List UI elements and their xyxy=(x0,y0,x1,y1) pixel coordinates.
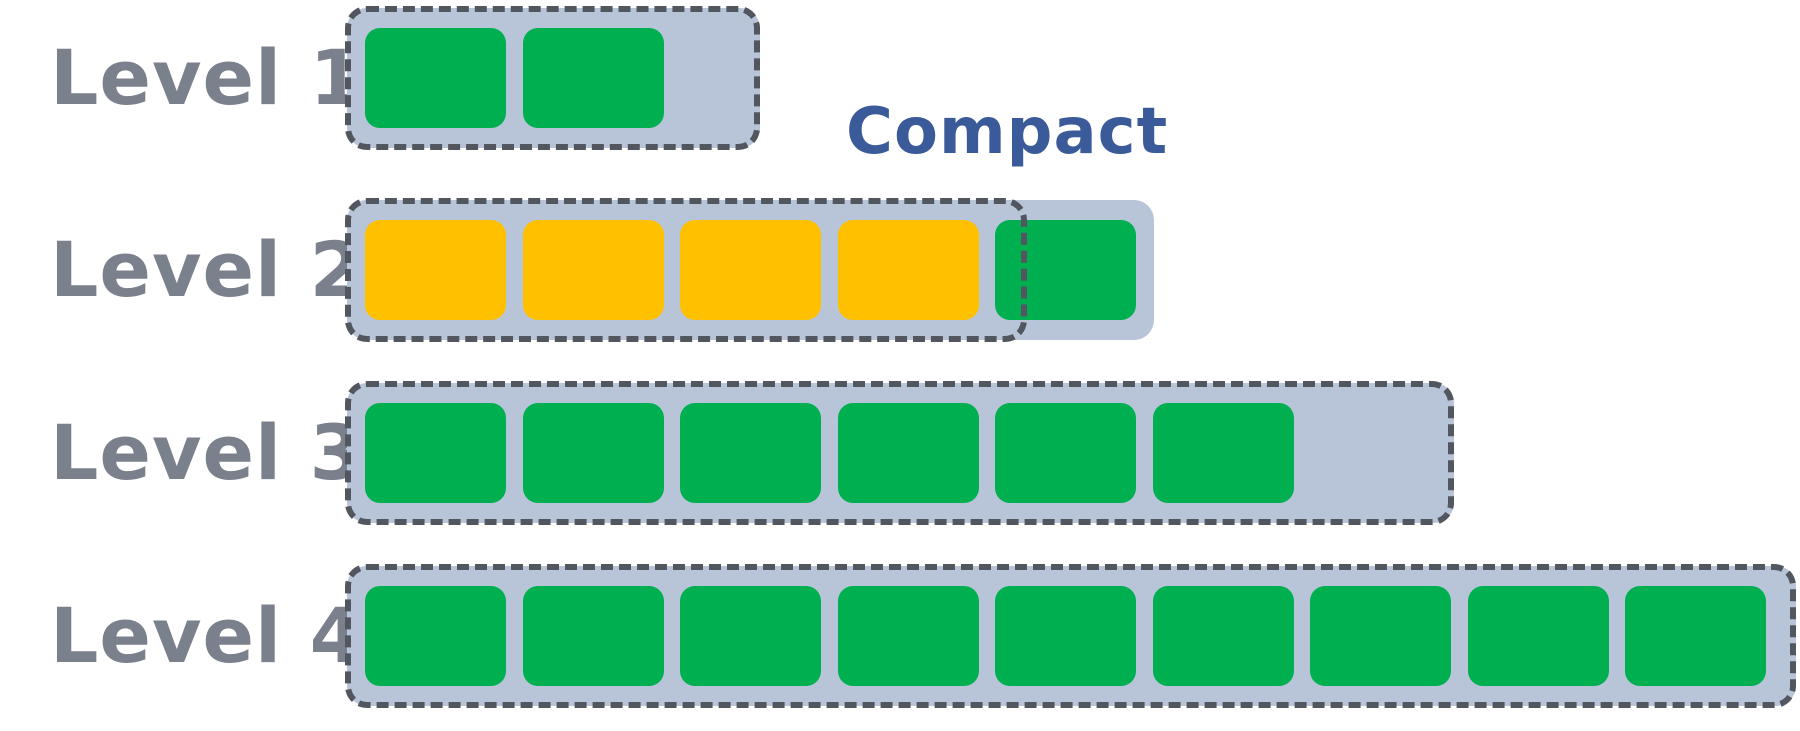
sstable-block-green xyxy=(522,28,664,128)
sstable-block-green xyxy=(1152,403,1294,503)
compact-annotation: Compact xyxy=(846,95,1169,169)
sstable-block-green xyxy=(522,586,664,686)
sstable-block-yellow xyxy=(837,220,979,320)
sstable-block-green xyxy=(837,586,979,686)
sstable-block-yellow xyxy=(522,220,664,320)
level-label: Level 2 xyxy=(50,225,364,314)
level-label: Level 1 xyxy=(50,33,364,122)
level-label: Level 4 xyxy=(50,591,364,680)
sstable-block-yellow xyxy=(680,220,821,320)
sstable-block-green xyxy=(522,403,664,503)
sstable-block-green xyxy=(365,586,506,686)
sstable-block-green xyxy=(680,403,821,503)
sstable-block-green xyxy=(1625,586,1766,686)
level-dashed-outline xyxy=(345,198,1027,342)
sstable-block-green xyxy=(1152,586,1294,686)
level-dashed-outline xyxy=(345,564,1796,708)
sstable-block-green xyxy=(1310,586,1451,686)
level-dashed-outline xyxy=(345,381,1454,525)
sstable-block-green xyxy=(365,28,506,128)
sstable-block-yellow xyxy=(365,220,506,320)
sstable-block-green xyxy=(995,403,1136,503)
sstable-block-green xyxy=(837,403,979,503)
level-label: Level 3 xyxy=(50,408,364,497)
sstable-block-green xyxy=(995,586,1136,686)
sstable-block-green xyxy=(680,586,821,686)
level-dashed-outline xyxy=(345,6,760,150)
sstable-block-green xyxy=(1467,586,1609,686)
sstable-block-green xyxy=(995,220,1136,320)
sstable-block-green xyxy=(365,403,506,503)
